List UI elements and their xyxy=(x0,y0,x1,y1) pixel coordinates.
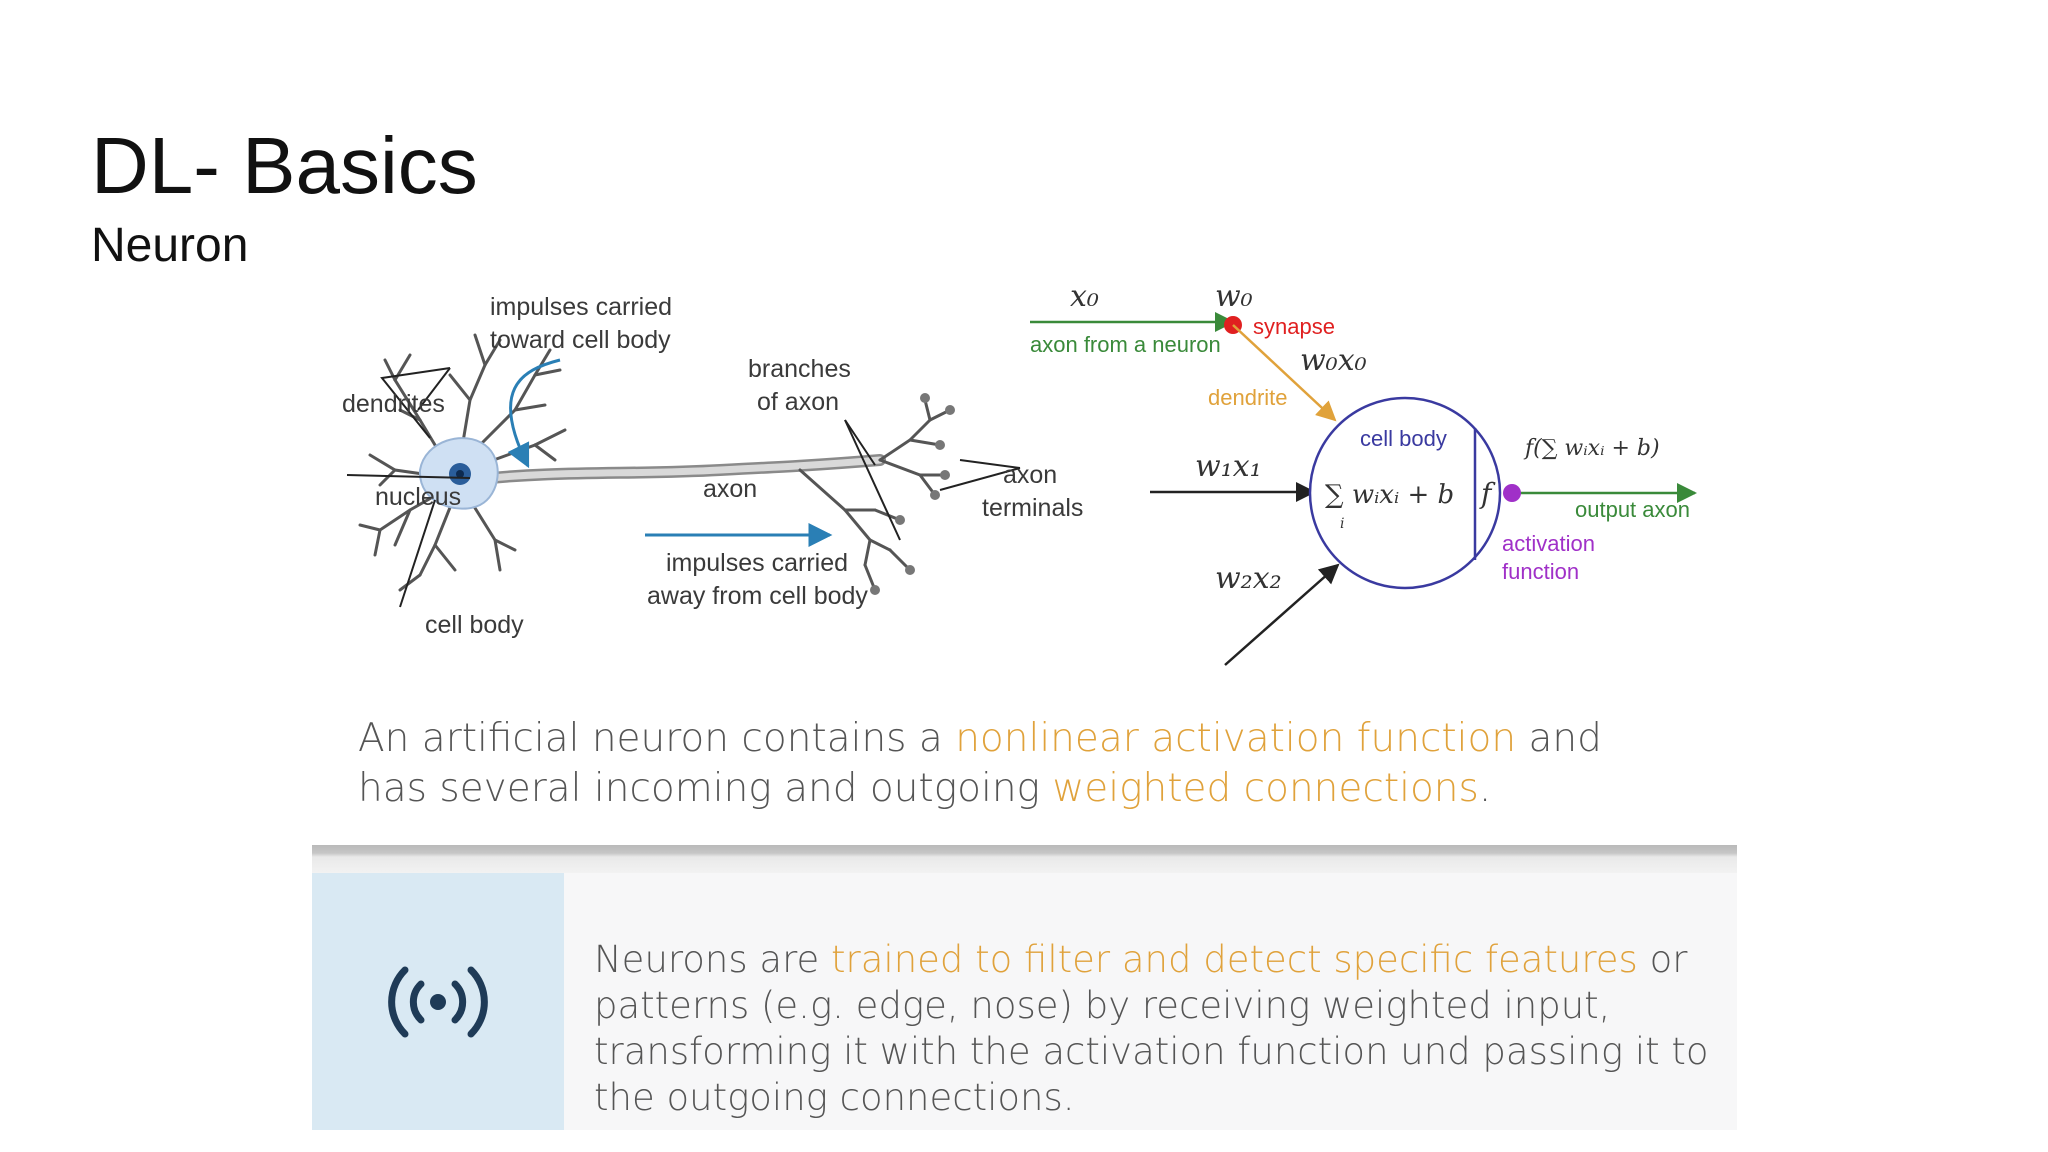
label-impulses-out-1: impulses carried xyxy=(666,549,848,577)
caption-text: An artificial neuron contains a nonlinea… xyxy=(358,714,1658,814)
label-w0: w₀ xyxy=(1215,279,1253,314)
info-highlight: trained to filter and detect specific fe… xyxy=(831,938,1638,981)
terminal-knobs xyxy=(870,393,955,595)
activation-dot xyxy=(1503,484,1521,502)
label-activation-1: activation xyxy=(1502,531,1595,556)
input-w2x2-arrow xyxy=(1224,563,1340,666)
neuron-figure: impulses carried toward cell body dendri… xyxy=(300,270,1750,680)
caption-part1: An artificial neuron contains a xyxy=(358,716,956,761)
label-nucleus: nucleus xyxy=(375,483,461,511)
label-branches-2: of axon xyxy=(757,388,839,416)
label-impulses-out-2: away from cell body xyxy=(647,582,868,610)
caption-highlight-weighted: weighted connections xyxy=(1052,766,1479,811)
label-impulses-in-1: impulses carried xyxy=(490,293,672,321)
label-output-axon: output axon xyxy=(1575,497,1690,522)
label-axon: axon xyxy=(703,475,757,503)
label-sum-index: i xyxy=(1340,516,1344,532)
cell-body-circle xyxy=(1308,396,1502,590)
label-terminals-2: terminals xyxy=(982,494,1083,522)
label-branches-1: branches xyxy=(748,355,851,383)
dendrite-line xyxy=(1232,324,1337,422)
label-dendrites: dendrites xyxy=(342,390,445,418)
label-dendrite: dendrite xyxy=(1208,385,1288,410)
info-panel: Neurons are trained to filter and detect… xyxy=(312,873,1737,1130)
label-impulses-in-2: toward cell body xyxy=(490,326,671,354)
section-divider xyxy=(312,845,1737,873)
caption-part2: and has several incoming and outgoing xyxy=(358,716,1602,811)
label-terminals-1: axon xyxy=(1003,461,1057,489)
info-part2: or patterns (e.g. edge, nose) by receivi… xyxy=(594,938,1709,1119)
caption-part3: . xyxy=(1478,766,1492,811)
label-x0: x₀ xyxy=(1070,279,1099,314)
broadcast-icon xyxy=(388,966,488,1037)
info-panel-text: Neurons are trained to filter and detect… xyxy=(594,937,1734,1121)
icon-box xyxy=(312,873,564,1130)
label-model-cell-body: cell body xyxy=(1360,426,1447,451)
biological-neuron: impulses carried toward cell body dendri… xyxy=(342,293,1083,639)
caption-highlight-activation: nonlinear activation function xyxy=(955,716,1517,761)
label-w0x0: w₀x₀ xyxy=(1300,343,1367,378)
model-neuron: x₀ w₀ synapse axon from a neuron w₀x₀ de… xyxy=(1030,279,1697,666)
bio-leader-lines xyxy=(346,367,1021,608)
slide-subtitle: Neuron xyxy=(91,219,249,272)
label-w1x1: w₁x₁ xyxy=(1195,449,1262,484)
label-w2x2: w₂x₂ xyxy=(1215,561,1282,596)
slide-title: DL- Basics xyxy=(91,121,478,210)
info-part1: Neurons are xyxy=(594,938,832,981)
label-synapse: synapse xyxy=(1253,314,1335,339)
impulse-in-arrow xyxy=(507,358,561,469)
label-weighted-sum: ∑ wᵢxᵢ + b xyxy=(1325,480,1454,510)
dendrite-branches xyxy=(358,333,567,592)
label-cell-body: cell body xyxy=(425,611,524,639)
label-f-of-sum: f(∑ wᵢxᵢ + b) xyxy=(1523,436,1660,461)
label-activation-2: function xyxy=(1502,559,1579,584)
label-axon-from-neuron: axon from a neuron xyxy=(1030,332,1221,357)
